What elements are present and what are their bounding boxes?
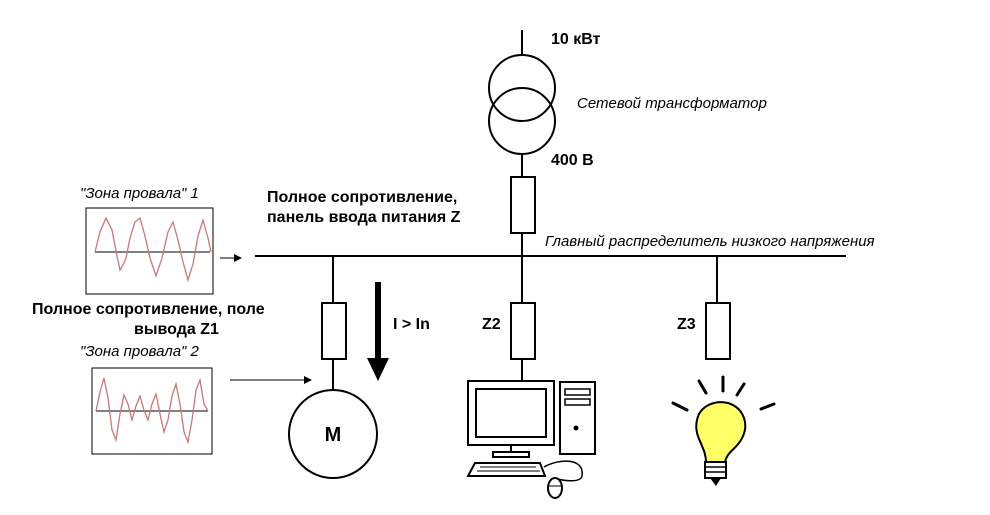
feeder-z3-label: Z3 [677,316,696,333]
motor-label: M [325,424,342,446]
dip-zone-2-waveform [91,367,213,455]
dip-zone-1-title: "Зона провала" 1 [80,185,199,202]
transformer-name-label: Сетевой трансформатор [577,95,767,112]
incomer-impedance-label-line2: панель ввода питания Z [267,209,461,226]
computer-icon [466,380,596,499]
busbar-label: Главный распределитель низкого напряжени… [545,233,875,250]
dip-zone-1-waveform [85,207,214,295]
dip-zone-2-title: "Зона провала" 2 [80,343,200,360]
current-arrow [367,282,389,381]
transformer-power-label: 10 кВт [551,31,601,48]
dip-zone-2-arrow [230,376,312,384]
lightbulb-icon [671,375,776,486]
feeder-z2-impedance [510,302,536,360]
feeder-z1-label-line1: Полное сопротивление, поле [32,301,265,318]
feeder-z2-label: Z2 [482,316,501,333]
motor-symbol [288,389,378,479]
transformer-voltage-label: 400 В [551,152,594,169]
dip-zone-1-arrow [220,254,242,262]
network-transformer [488,30,556,177]
current-label: I > In [393,316,430,333]
incomer-impedance [510,176,536,234]
feeder-z3-impedance [705,302,731,360]
incomer-impedance-label-line1: Полное сопротивление, [267,189,457,206]
feeder-z1-impedance [321,302,347,360]
feeder-z1-label-line2: вывода Z1 [134,321,219,338]
